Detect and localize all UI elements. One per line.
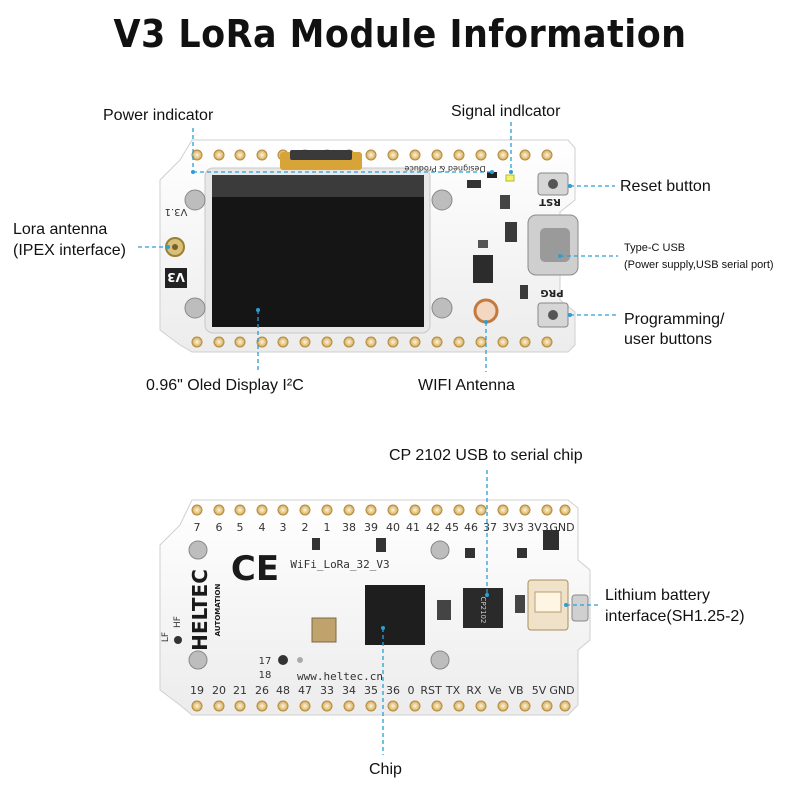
version-small: V3.1: [165, 206, 188, 217]
chip-label: Chip: [369, 761, 402, 778]
pin-label: 0: [408, 684, 415, 697]
bottom-board-bottom-pin-labels: 19 20 21 26 48 47 33 34 35 36 0 RST TX R…: [190, 684, 575, 697]
pin-label: 26: [255, 684, 269, 697]
signal-led: [505, 174, 515, 182]
power-led: [487, 172, 497, 178]
pin-label: TX: [445, 684, 461, 697]
bottom-header-pins: [191, 336, 553, 348]
pin-label: 34: [342, 684, 356, 697]
pin-label: 39: [364, 521, 378, 534]
pin-label: 5: [237, 521, 244, 534]
cp2102-chip: [463, 588, 503, 628]
pin-number-18: 18: [259, 670, 272, 681]
pin-label: 3: [280, 521, 287, 534]
pin-label: VB: [508, 684, 523, 697]
pin-label: 7: [194, 521, 201, 534]
board-name: WiFi_LoRa_32_V3: [290, 558, 389, 571]
top-leader-lines: [138, 122, 618, 372]
pin-label: 47: [298, 684, 312, 697]
pin-label: 19: [190, 684, 204, 697]
pin-label: 45: [445, 521, 459, 534]
rst-silk: RST: [539, 196, 561, 207]
pin-label: 5V: [532, 684, 547, 697]
page-title: V3 LoRa Module Information: [113, 12, 687, 56]
top-board: [159, 139, 579, 353]
lf-label: LF: [161, 632, 171, 642]
pin-label: 41: [406, 521, 420, 534]
bottom-board-top-pin-labels: 7 6 5 4 3 2 1 38 39 40 41 42 45 46 37 3V…: [194, 521, 575, 534]
cp2102-chip-marking: CP2102: [479, 597, 487, 624]
typec-label-line2: (Power supply,USB serial port): [624, 259, 774, 271]
lora-antenna-label-line2: (IPEX interface): [13, 242, 126, 259]
oled-display: [212, 195, 424, 327]
programming-label-line1: Programming/: [624, 311, 725, 328]
wifi-antenna-label: WIFI Antenna: [418, 377, 515, 394]
power-indicator-label: Power indicator: [103, 107, 214, 124]
pin-label: 46: [464, 521, 478, 534]
bottom-board: [159, 499, 591, 716]
lora-antenna-label-line1: Lora antenna: [13, 221, 108, 238]
pin-label: 2: [302, 521, 309, 534]
brand-logo-text: HELTEC: [188, 569, 212, 651]
hf-label: HF: [173, 616, 183, 628]
cp2102-label: CP 2102 USB to serial chip: [389, 447, 583, 464]
lithium-battery-label-line1: Lithium battery: [605, 587, 710, 604]
pin-label: 3V3: [527, 521, 549, 534]
signal-indicator-label: Signal indlcator: [451, 103, 561, 120]
pin-label: 21: [233, 684, 247, 697]
silk-text: Designed & Produce: [404, 164, 485, 173]
pin-label: GND: [549, 521, 574, 534]
pin-label: 4: [259, 521, 266, 534]
pin-label: 37: [483, 521, 497, 534]
pin-label: 40: [386, 521, 400, 534]
prg-silk: PRG: [540, 287, 563, 298]
website-text: www.heltec.cn: [297, 670, 383, 683]
pin-label: 6: [216, 521, 223, 534]
pin-label: 36: [386, 684, 400, 697]
pin-label: 33: [320, 684, 334, 697]
pin-label: 3V3: [502, 521, 524, 534]
bottom-leader-lines: [382, 470, 600, 755]
pin-label: 1: [324, 521, 331, 534]
pin-number-17: 17: [259, 656, 272, 667]
pin-label: 48: [276, 684, 290, 697]
pin-label: 35: [364, 684, 378, 697]
oled-display-label: 0.96" Oled Display I²C: [146, 377, 304, 394]
typec-label-line1: Type-C USB: [624, 242, 686, 254]
pin-label: GND: [549, 684, 574, 697]
pin-label: 38: [342, 521, 356, 534]
brand-sub-text: AUTOMATION: [214, 584, 222, 637]
wifi-antenna-coil: [473, 298, 499, 324]
esp32-chip: [365, 585, 425, 645]
programming-label-line2: user buttons: [624, 331, 713, 348]
lithium-battery-label-line2: interface(SH1.25-2): [605, 608, 745, 625]
version-mark: V3: [167, 270, 185, 284]
pin-label: Ve: [488, 684, 502, 697]
pin-label: RX: [466, 684, 482, 697]
pin-label: 20: [212, 684, 226, 697]
pin-label: 42: [426, 521, 440, 534]
ce-mark: CE: [231, 549, 279, 589]
pin-label: RST: [420, 684, 442, 697]
reset-button-label: Reset button: [620, 178, 711, 195]
